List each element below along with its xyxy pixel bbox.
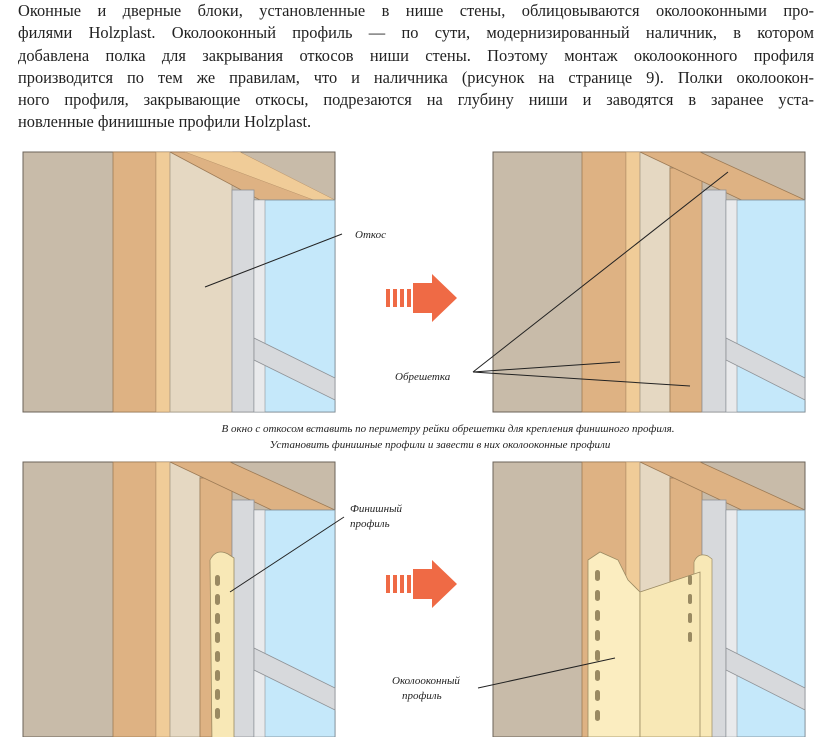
label-okolo-line-2: профиль bbox=[402, 690, 442, 702]
intro-line: филями Holzplast. Околооконный профиль —… bbox=[18, 23, 814, 43]
intro-line: Оконные и дверные блоки, установленные в… bbox=[18, 1, 814, 20]
label-finish-line-1: Финишный bbox=[350, 503, 403, 515]
panel-window-profile: Околооконный профиль bbox=[392, 461, 806, 737]
label-okolo-line-1: Околооконный bbox=[392, 675, 460, 687]
panel-otkos: Откос bbox=[22, 151, 386, 413]
label-otkos: Откос bbox=[355, 229, 386, 241]
caption-line-2: Установить финишные профили и завести в … bbox=[270, 439, 611, 451]
label-finish-line-2: профиль bbox=[350, 518, 390, 530]
intro-line: добавлена полка для закрывания откосов н… bbox=[18, 45, 814, 65]
panel-finish-profile: Финишный профиль bbox=[22, 461, 403, 737]
label-obreshetka: Обрешетка bbox=[395, 371, 451, 383]
intro-line: новленные финишные профили Holzplast. bbox=[18, 112, 312, 132]
intro-paragraph: Оконные и дверные блоки, установленные в… bbox=[18, 0, 814, 134]
caption-line-1: В окно с откосом вставить по периметру р… bbox=[222, 423, 675, 435]
arrow-icon bbox=[386, 274, 457, 322]
arrow-icon bbox=[386, 560, 457, 608]
intro-line: ного профиля, закрывающие откосы, подрез… bbox=[18, 90, 814, 110]
intro-line: производится по тем же правилам, что и н… bbox=[18, 67, 814, 87]
panel-obreshetka: Обрешетка bbox=[395, 151, 806, 413]
